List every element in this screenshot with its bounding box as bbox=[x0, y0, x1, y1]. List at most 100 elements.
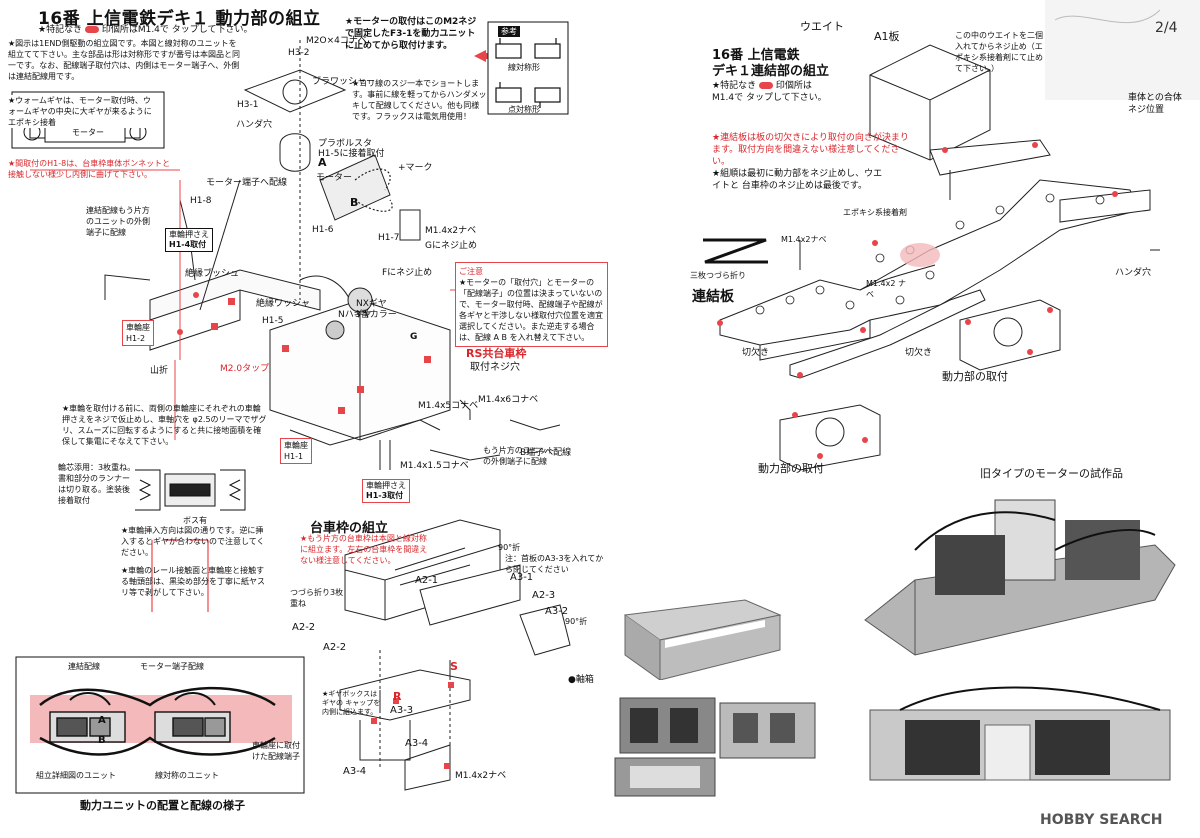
part-label: M1.4x2ナベ bbox=[425, 226, 477, 236]
part-label: H3-1 bbox=[237, 100, 259, 110]
red-mark-icon bbox=[758, 82, 773, 89]
wheel-seat-h11-line2: H1-1 bbox=[284, 452, 304, 461]
axle-note: ★車輪を取付ける前に、両側の車輪座にそれぞれの車輪押さえをネジで仮止めし、車軸穴… bbox=[62, 404, 267, 446]
part-label: M1.4x1.5コナベ bbox=[400, 461, 469, 471]
truck-S: S bbox=[450, 660, 458, 673]
worm-gear-note: ★ウォームギヤは、モーター取付時、ウォームギヤの中央に大ギヤが来るようにエポキシ… bbox=[8, 95, 158, 128]
truck-screw: M1.4x2ナベ bbox=[455, 771, 507, 781]
truck-part-A2-3: A2-3 bbox=[532, 590, 556, 601]
photo-old-motor-2 bbox=[860, 680, 1190, 800]
part-label: NXギヤ bbox=[356, 299, 387, 309]
terminal-A: A bbox=[98, 715, 106, 726]
part-label: M1.4x5コナベ bbox=[418, 401, 479, 411]
detail-unit-label: 組立詳細図のユニット bbox=[36, 771, 116, 780]
caution-title: ご注意 bbox=[459, 267, 483, 276]
gearbox-note: ★ギヤボックスはギヤの キャップを内側に組込ます。 bbox=[322, 690, 381, 716]
wheel-seat-h12-tag: 車輪座 H1-2 bbox=[122, 320, 154, 346]
a1-plate-label: A1板 bbox=[874, 30, 900, 43]
seat-term-label: 車輪座に取付けた配線端子 bbox=[252, 741, 300, 761]
wheel-press-h13-line2: H1-3取付 bbox=[366, 491, 404, 500]
link-wire-label: 連結配線 bbox=[68, 662, 100, 671]
tap-note-prefix: ★特記なき bbox=[38, 25, 83, 35]
part-label: M2O×4コナベ bbox=[306, 36, 367, 46]
page-number: 2/4 bbox=[1155, 20, 1178, 36]
wheel-press-h13-tag: 車輪押さえ H1-3取付 bbox=[362, 479, 410, 503]
truck-part-A2-1: A2-1 bbox=[415, 575, 439, 586]
part-label: プラボルスタ bbox=[318, 139, 373, 149]
right-title-1: 16番 上信電鉄 bbox=[712, 48, 800, 63]
part-label: H1-5に接着取付 bbox=[318, 149, 385, 159]
part-label: H1-6 bbox=[312, 225, 334, 235]
part-label: H3-2 bbox=[288, 48, 310, 58]
power-attach-label-2: 動力部の取付 bbox=[758, 462, 824, 475]
photo-truck-frame bbox=[605, 585, 790, 680]
truck-part-A3-4b: A3-4 bbox=[343, 766, 367, 777]
red-mark-icon bbox=[84, 26, 99, 33]
old-motor-label: 旧タイプのモーターの試作品 bbox=[980, 467, 1123, 480]
fold-90-right: 90°折 bbox=[565, 617, 588, 626]
part-label: B bbox=[350, 196, 359, 209]
part-label: Fにネジ止め bbox=[382, 268, 433, 278]
wheel-label: 輪芯添用：3枚重ね。書和部分のランナーは切り取る。塗装後接着取付 bbox=[58, 463, 136, 505]
part-label: A bbox=[318, 156, 327, 169]
part-label: 絶縁ワッシャ bbox=[256, 299, 311, 309]
fold-90-note: 注：首板のA3-3を入れてから閉じてください bbox=[505, 554, 604, 574]
truck-part-A3-4: A3-4 bbox=[405, 738, 429, 749]
wheel-press-h14-line1: 車輪押さえ bbox=[169, 230, 209, 239]
screw-m14x2-label-2: M1.4x2 ナベ bbox=[866, 279, 906, 299]
part-label: H1-8 bbox=[190, 196, 212, 206]
truck-part-A2-2b: A2-2 bbox=[323, 642, 347, 653]
truck-part-A3-2: A3-2 bbox=[545, 606, 569, 617]
part-label: モーター bbox=[316, 173, 353, 183]
truck-part-A2-2: A2-2 bbox=[292, 622, 316, 633]
wheel-seat-h11-line1: 車輪座 bbox=[284, 441, 308, 450]
h18-note: ★間取付のH1-8は、台車枠車体ボンネットと接触しない様少し内側に曲げて下さい。 bbox=[8, 159, 171, 179]
truck-R: R bbox=[393, 690, 402, 703]
assembly-order-note: ★組順は最初に動力部をネジ止めし、ウエイトと 台車枠のネジ止めは最後です。 bbox=[712, 169, 883, 191]
part-label: 連結配線もう片方のユニットの外側端子に配線 bbox=[86, 206, 150, 237]
boss-label: ボス有 bbox=[183, 516, 207, 525]
motor-terminal-label: モーター端子配線 bbox=[140, 662, 204, 671]
part-label: M2.0タップ bbox=[220, 364, 270, 374]
wheel-seat-h11-tag: 車輪座 H1-1 bbox=[280, 438, 312, 464]
body-screw-label: 車体との合体ネジ位置 bbox=[1128, 93, 1182, 115]
part-label: もう片方のユニットの外側端子に配線 bbox=[483, 446, 555, 466]
link-plate-label: 連結板 bbox=[692, 289, 734, 305]
part-label: M1.4x6コナベ bbox=[478, 395, 539, 405]
fold-90-top: 90°折 bbox=[498, 543, 521, 552]
ref-title: 参考 bbox=[498, 26, 520, 37]
unit-left bbox=[49, 711, 126, 743]
tap-note-suffix: 印個所は M1.4で タップして下さい。 bbox=[712, 81, 827, 103]
wheel-press-h13-line1: 車輪押さえ bbox=[366, 481, 406, 490]
truck-part-A3-3: A3-3 bbox=[390, 705, 414, 716]
rs-label: RS共台車枠 bbox=[466, 347, 527, 360]
wheel-seat-h12-line2: H1-2 bbox=[126, 334, 146, 343]
motor-diagram-label: モーター bbox=[72, 128, 104, 137]
weight-note: この中のウエイトを二個入れてからネジ止め（エポキシ系接着剤にて止めて下さい。） bbox=[955, 31, 1043, 73]
line-symmetric-label: 線対称形 bbox=[508, 63, 540, 72]
part-label: B端子へ配線 bbox=[520, 448, 572, 458]
part-label: H1-5 bbox=[262, 316, 284, 326]
wheel-seat-h12-line1: 車輪座 bbox=[126, 323, 150, 332]
part-label: G bbox=[410, 332, 418, 342]
part-label: H1-7 bbox=[378, 233, 400, 243]
epoxy-label: エポキシ系接着剤 bbox=[843, 208, 907, 217]
wheel-press-h14-line2: H1-4取付 bbox=[169, 240, 207, 249]
left-1end-note: ★図示は1END側駆動の組立図です。本図と線対称のユニットを組立てて下さい。主な… bbox=[8, 39, 240, 81]
motor-mount-note: ★モーターの取付はこのM2ネジで固定したF3-1を動力ユニットに止めてから取付け… bbox=[345, 17, 477, 51]
screw-m14x2-label: M1.4x2ナベ bbox=[781, 235, 827, 244]
left-page-title: 16番 上信電鉄デキ１ 動力部の組立 bbox=[38, 9, 321, 29]
part-label: 3番カラー bbox=[355, 310, 397, 320]
weight-label: ウエイト bbox=[800, 20, 844, 33]
point-symmetric-label: 点対称形 bbox=[508, 105, 540, 114]
tap-note-suffix: 印個所はM1.4で タップして下さい。 bbox=[101, 25, 253, 35]
sym-unit-label: 線対称のユニット bbox=[155, 771, 219, 780]
part-label: Nハギヤ bbox=[338, 310, 372, 320]
photo-old-motor-1 bbox=[855, 490, 1185, 675]
three-fold-label: 三枚つづら折り bbox=[690, 271, 746, 280]
insert-note: ★車輪挿入方向は図の通りです。逆に挿入するとギヤが合わないので注意してください。 bbox=[121, 526, 265, 557]
truck-part-A3-1: A3-1 bbox=[510, 572, 534, 583]
caution-box: ご注意 ★モーターの「取付穴」とモーターの「配線端子」の位置は決まっていないので… bbox=[455, 262, 608, 347]
tap-note-prefix: ★特記なき bbox=[712, 81, 757, 91]
